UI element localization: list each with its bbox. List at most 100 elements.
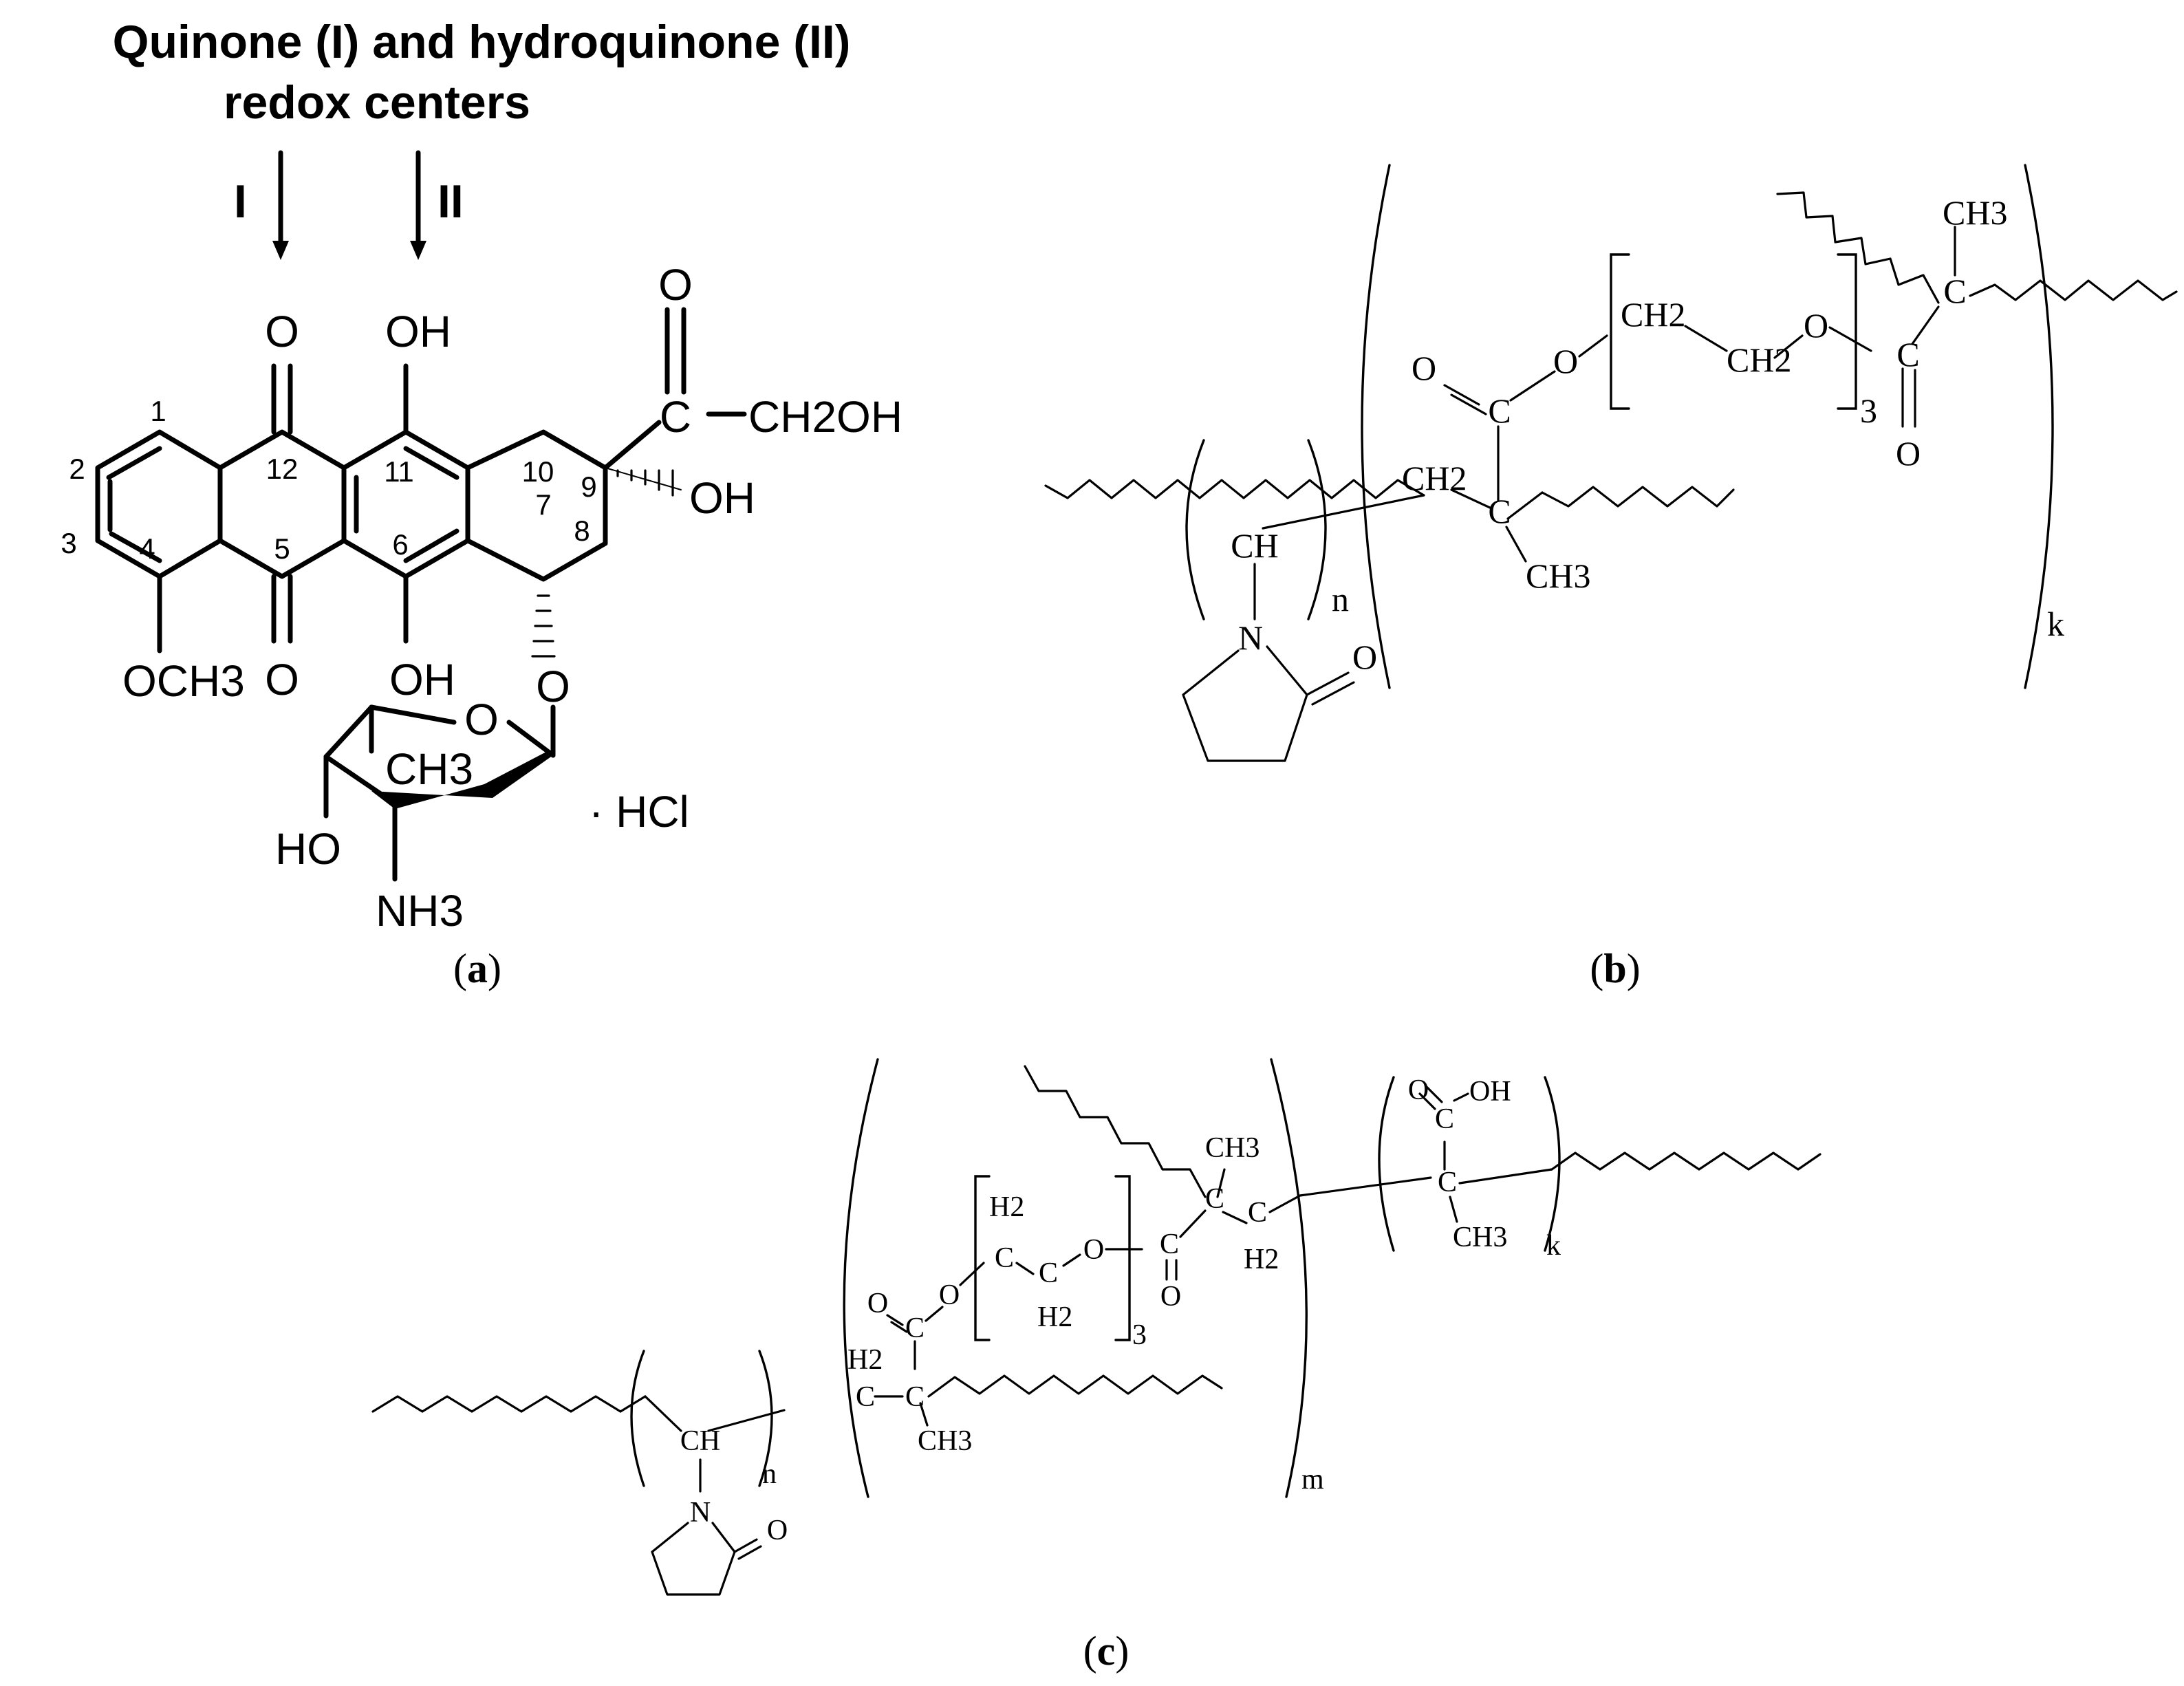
panel-c-labels: CH N O n H2 C C CH3 C O O H2 C C H2 O 3 … — [680, 1074, 1561, 1546]
locant-6: 6 — [392, 528, 408, 561]
wedge-bold-bond — [371, 751, 553, 809]
c-paren-k-right — [1544, 1076, 1561, 1252]
atom-CH3-sugar: CH3 — [385, 744, 473, 794]
paren-n-right — [1307, 439, 1327, 620]
locant-3: 3 — [61, 527, 76, 559]
b-subscript-3: 3 — [1860, 391, 1877, 430]
panel-b-labels: CH N O n CH2 C CH3 C O O CH2 CH2 O 3 C O… — [1231, 193, 2064, 676]
c-subscript-k: k — [1546, 1230, 1561, 1262]
b-atom-CH3-top: CH3 — [1943, 193, 2007, 232]
atom-C-carbonyl: C — [660, 392, 691, 442]
atom-OH6: OH — [389, 655, 455, 704]
paren-k-left — [1361, 164, 1391, 689]
panel-c-caption: (c) — [1083, 1628, 1129, 1674]
c-atom-C-acid: C — [1435, 1103, 1454, 1135]
locant-11: 11 — [384, 455, 414, 488]
b-atom-O-ester: O — [1553, 342, 1578, 380]
atom-O5: O — [265, 655, 299, 704]
arrow-label-II: II — [437, 175, 464, 228]
c-subscript-3: 3 — [1132, 1319, 1147, 1351]
c-paren-m-right — [1270, 1058, 1308, 1498]
c-pyrrolidone-ring — [651, 1522, 736, 1596]
locant-1: 1 — [150, 395, 166, 427]
atom-NH3: NH3 — [376, 886, 464, 936]
c-atom-O-lactam: O — [767, 1515, 788, 1546]
c-atom-O-ester: O — [939, 1279, 960, 1311]
locant-10: 10 — [522, 455, 554, 488]
c-atom-CH: CH — [680, 1425, 720, 1457]
b-atom-CH2-peg1: CH2 — [1621, 295, 1685, 334]
b-atom-CH2-peg2: CH2 — [1727, 341, 1791, 379]
c-atom-H2-peg2: H2 — [1037, 1301, 1072, 1333]
b-atom-C-ester2: C — [1896, 335, 1919, 374]
c-atom-N: N — [690, 1497, 711, 1528]
c-paren-m-left — [843, 1058, 879, 1498]
c-atom-C-peg2: C — [1039, 1257, 1058, 1289]
c-atom-CH3-main: CH3 — [918, 1425, 972, 1457]
hcl-salt: · HCl — [589, 787, 689, 836]
c-atom-OH-acid: OH — [1469, 1076, 1511, 1107]
atom-OH11: OH — [385, 307, 451, 356]
arrow-label-I: I — [234, 175, 247, 228]
c-atom-O-acid: O — [1408, 1074, 1429, 1106]
paren-n-left — [1185, 439, 1205, 620]
locant-8: 8 — [574, 515, 590, 547]
c-atom-CH3-quat3: CH3 — [1453, 1222, 1507, 1253]
c-atom-O-peg: O — [1083, 1234, 1104, 1266]
c-subscript-m: m — [1301, 1464, 1324, 1495]
bracket-peg-right — [1837, 253, 1857, 410]
atom-OH9: OH — [689, 473, 755, 523]
c-atom-O-ester2-dbl: O — [1160, 1281, 1181, 1312]
b-atom-CH2-main: CH2 — [1402, 459, 1467, 497]
locant-2: 2 — [69, 453, 85, 485]
svg-text:(c): (c) — [1083, 1628, 1129, 1674]
c-paren-n-left — [630, 1350, 645, 1487]
b-atom-O-lactam: O — [1352, 638, 1377, 676]
b-atom-N: N — [1238, 618, 1263, 657]
panel-c-structure — [371, 1058, 1821, 1596]
svg-text:(b): (b) — [1590, 946, 1640, 991]
c-atom-C-main: C — [856, 1381, 875, 1413]
b-atom-C-ester: C — [1488, 391, 1511, 430]
panel-a-structure — [95, 307, 747, 882]
c-atom-C-quat3: C — [1438, 1167, 1457, 1198]
c-atom-H2-main: H2 — [847, 1344, 883, 1376]
title-line-1: Quinone (I) and hydroquinone (II) — [113, 16, 851, 68]
hashed-bond-C9-OH — [605, 467, 682, 497]
c-paren-n-right — [758, 1350, 773, 1487]
b-atom-CH: CH — [1231, 526, 1278, 565]
c-atom-H2-peg1: H2 — [989, 1191, 1024, 1223]
panel-b-structure — [1044, 164, 2178, 762]
panel-a-labels: O OH O OH OCH3 O C CH2OH OH O O CH3 HO N… — [61, 260, 902, 936]
bracket-peg-left — [1610, 253, 1630, 410]
c-atom-CH3-quat2: CH3 — [1205, 1132, 1259, 1164]
b-atom-O-ester-dbl: O — [1412, 349, 1436, 387]
b-atom-C-quat: C — [1488, 492, 1511, 530]
figure-title: Quinone (I) and hydroquinone (II) redox … — [113, 16, 851, 260]
b-atom-C-quat2: C — [1943, 272, 1966, 310]
c-subscript-n: n — [762, 1458, 777, 1490]
c-bracket-peg-left — [974, 1175, 991, 1341]
locant-4: 4 — [139, 532, 155, 565]
c-atom-C-ch2: C — [1248, 1197, 1267, 1229]
b-atom-O-peg: O — [1804, 306, 1828, 345]
c-paren-k-left — [1378, 1076, 1395, 1252]
c-atom-C-peg1: C — [995, 1242, 1014, 1274]
b-subscript-n: n — [1332, 580, 1349, 618]
atom-O-glycosidic: O — [536, 662, 570, 711]
c-atom-H2-ch2: H2 — [1244, 1244, 1279, 1275]
locant-7: 7 — [535, 488, 551, 521]
locant-12: 12 — [266, 453, 299, 485]
locant-5: 5 — [274, 532, 290, 565]
c-atom-O-ester-dbl: O — [867, 1288, 888, 1319]
locant-9: 9 — [581, 471, 596, 503]
title-line-2: redox centers — [224, 76, 530, 129]
c-atom-C-ester2: C — [1160, 1229, 1179, 1260]
atom-OCH3: OCH3 — [122, 656, 245, 706]
svg-text:(a): (a) — [453, 946, 501, 991]
arrow-II-head — [410, 241, 426, 260]
paren-k-right — [2024, 164, 2054, 689]
b-subscript-k: k — [2047, 605, 2064, 643]
atom-HO-sugar: HO — [275, 824, 341, 874]
